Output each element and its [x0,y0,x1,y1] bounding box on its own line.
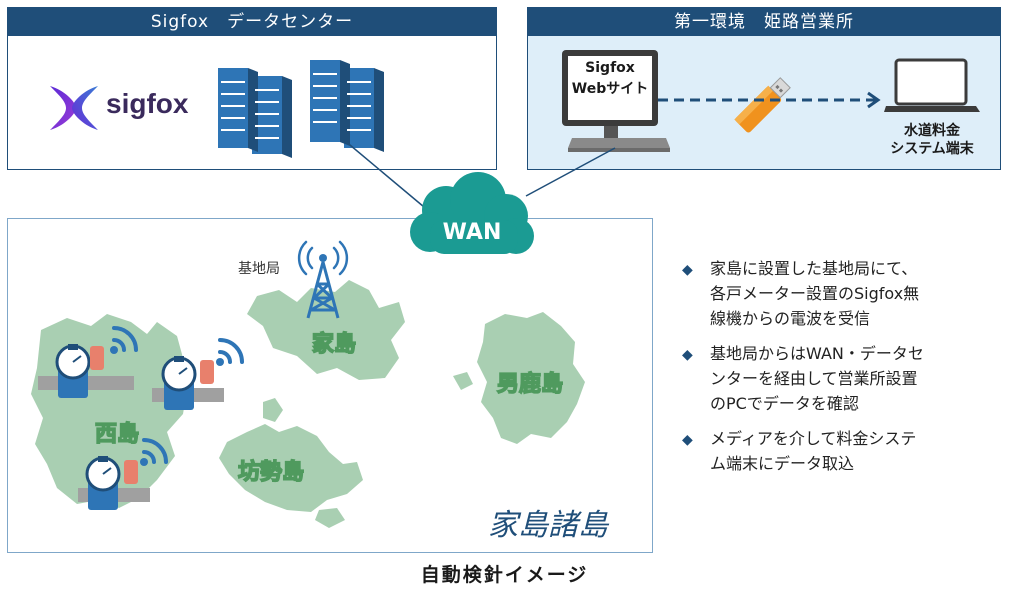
description-line: 各戸メーター設置のSigfox無 [710,284,920,303]
description-line: 家島に設置した基地局にて、 [710,259,918,278]
office-header: 第一環境 姫路営業所 [528,8,1000,36]
antenna-tower-icon [290,238,356,320]
island-tangashima [477,312,585,444]
water-meter-icon [38,320,158,400]
transfer-arrow [658,90,888,110]
server-rack-icon [218,54,398,164]
datacenter-panel: Sigfox データセンター sigfox [7,7,497,170]
description-item: ◆ メディアを介して料金システ ム端末にデータ取込 [678,426,1008,476]
island-label-nishijima: 西島 [94,421,140,448]
website-label-line2: Webサイト [571,81,649,97]
diamond-bullet-icon: ◆ [682,262,693,278]
description-line: 線機からの電波を受信 [710,309,871,328]
terminal-label-line1: 水道料金 [904,123,960,139]
office-panel: 第一環境 姫路営業所 Sigfox Webサイト [527,7,1001,170]
cloud-icon [404,170,540,266]
description-line: メディアを介して料金システ [710,429,917,448]
sigfox-logo-icon [46,80,102,136]
sigfox-logo-text: sigfox [106,88,189,119]
usb-stick-icon [724,64,804,144]
description-line: ンターを経由して営業所設置 [710,369,918,388]
island-label-bozejima: 坊勢島 [237,459,305,486]
description-item: ◆ 家島に設置した基地局にて、 各戸メーター設置のSigfox無 線機からの電波… [678,256,1008,331]
diamond-bullet-icon: ◆ [682,347,693,363]
description-item: ◆ 基地局からはWAN・データセ ンターを経由して営業所設置 のPCでデータを確… [678,341,1008,416]
figure-caption: 自動検針イメージ [420,564,589,586]
description-line: ム端末にデータ取込 [710,454,855,473]
archipelago-label: 家島諸島 [488,508,608,543]
laptop-icon [884,56,980,114]
island-label-ieshima: 家島 [311,331,357,358]
wan-label: WAN [442,220,502,245]
base-station-label: 基地局 [238,261,280,277]
datacenter-header: Sigfox データセンター [8,8,496,36]
island-label-tangashima: 男鹿島 [496,371,564,398]
monitor-icon [558,48,698,163]
website-label-line1: Sigfox [585,60,635,76]
water-meter-icon [152,332,272,412]
terminal-label-line2: システム端末 [890,141,974,157]
description-list: ◆ 家島に設置した基地局にて、 各戸メーター設置のSigfox無 線機からの電波… [678,256,1008,486]
island-bozejima [219,424,363,512]
description-line: 基地局からはWAN・データセ [710,344,924,363]
diamond-bullet-icon: ◆ [682,432,693,448]
water-meter-icon [78,432,198,512]
description-line: のPCでデータを確認 [710,394,859,413]
island-ieshima [247,280,405,380]
